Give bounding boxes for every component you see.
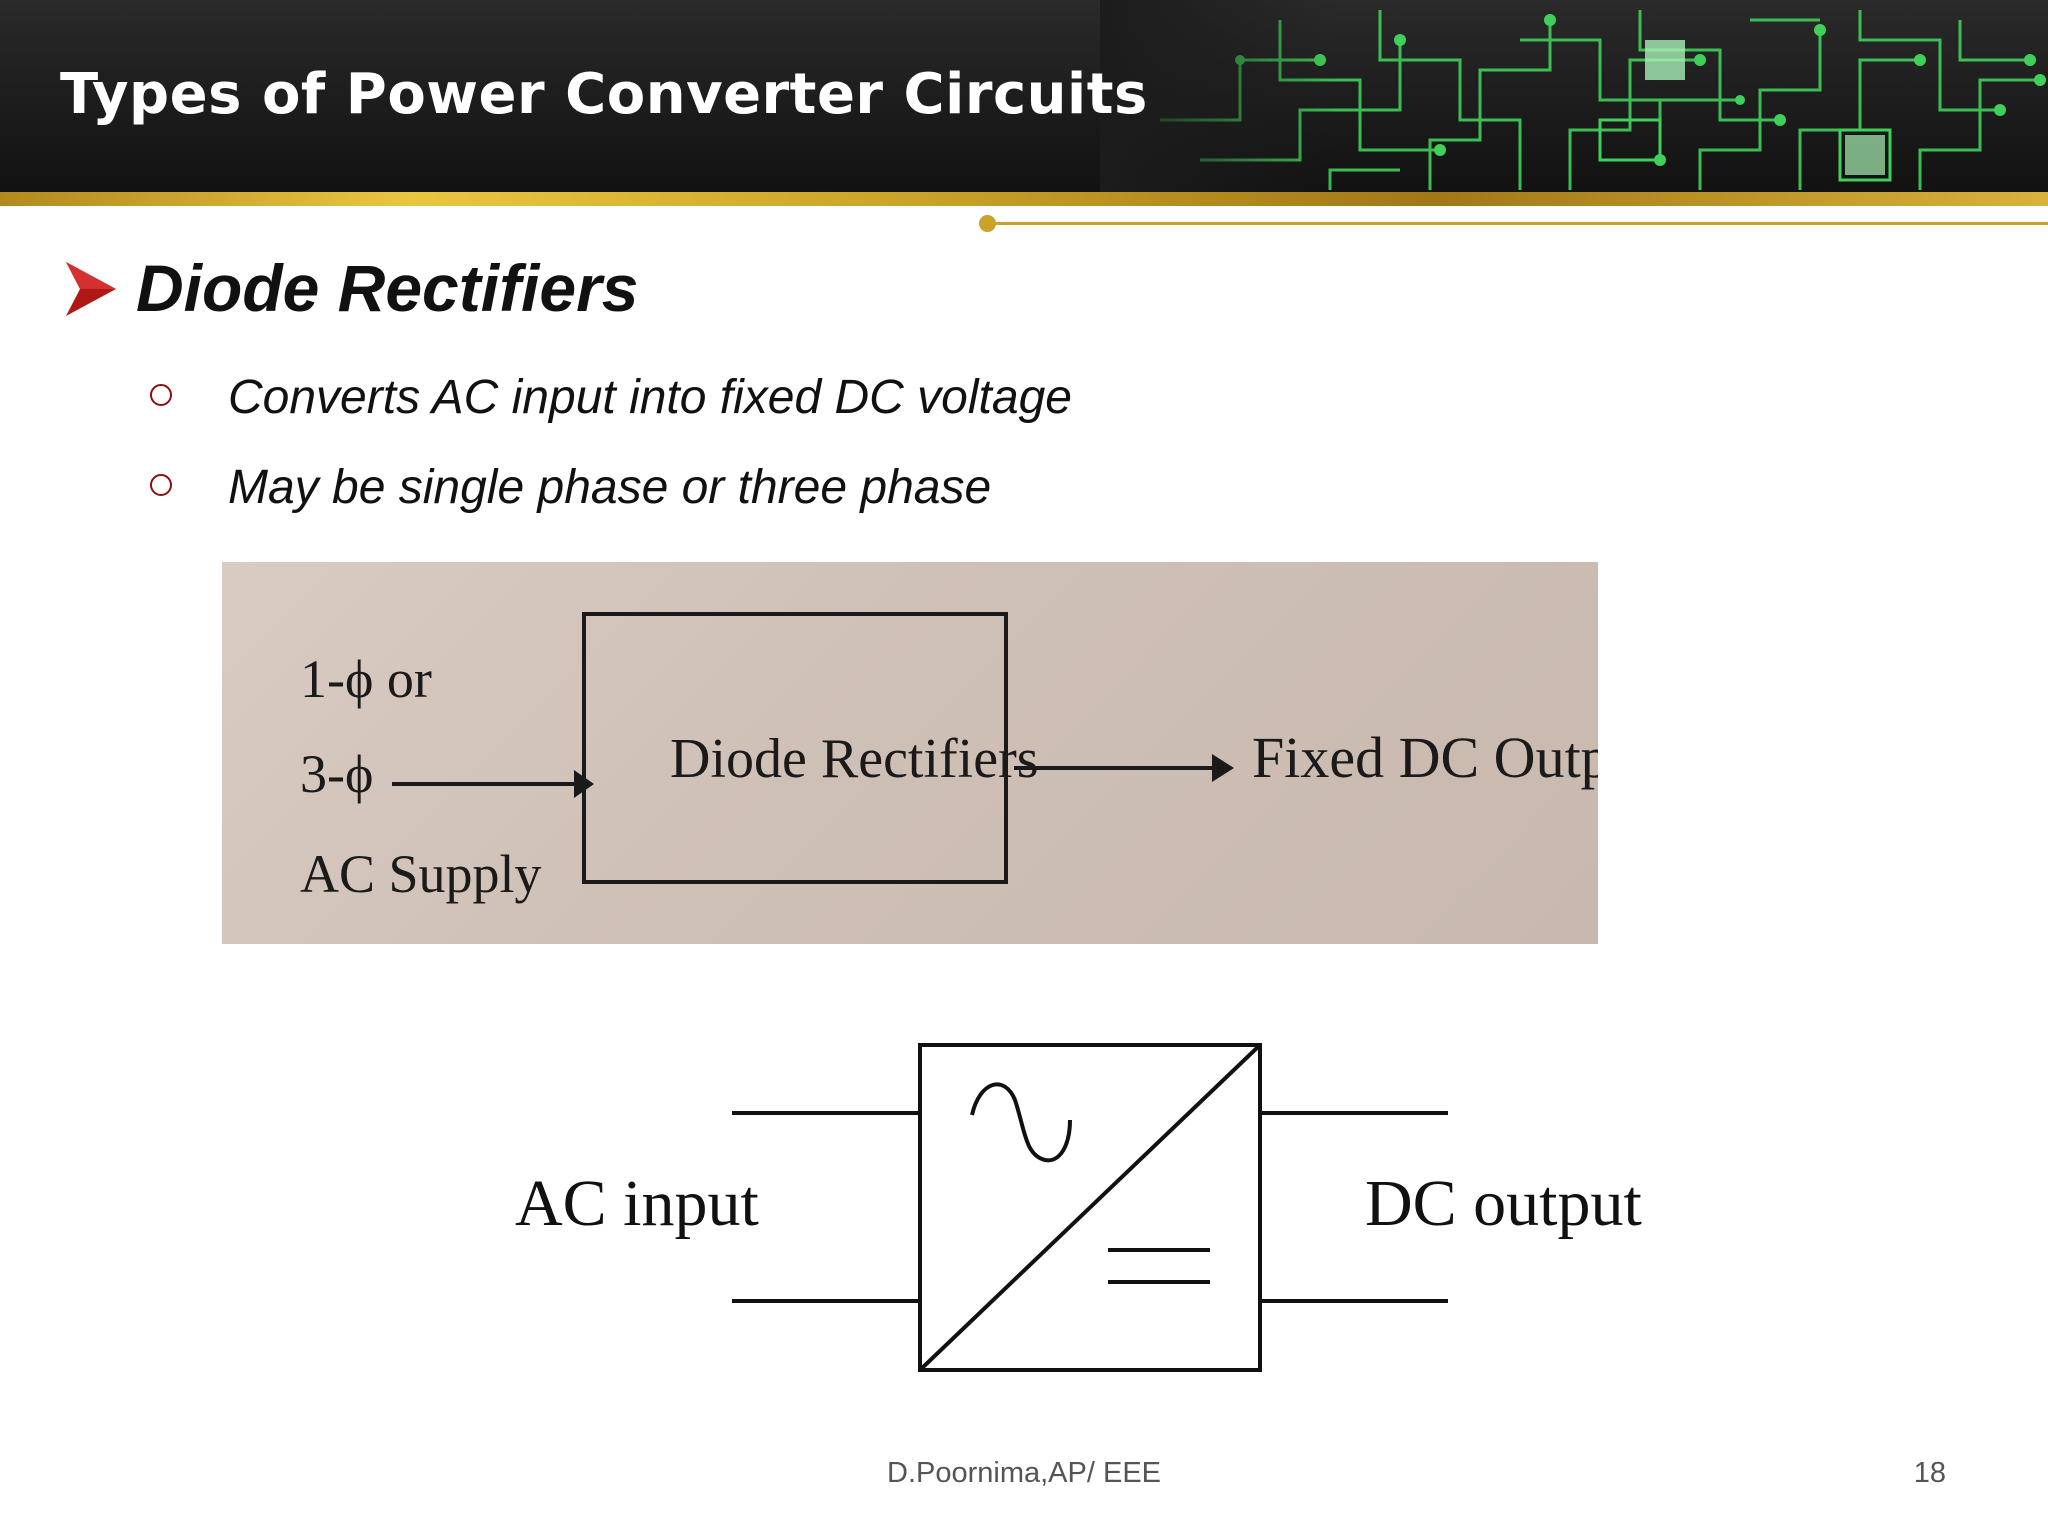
input-label-line-1: 1-ϕ or (300, 649, 432, 709)
page-number: 18 (1913, 1457, 1946, 1489)
block-diagram-photo: 1-ϕ or 3-ϕ AC Supply Diode Rectifiers Fi… (222, 562, 1598, 944)
circuit-board-decoration (1100, 0, 2048, 196)
input-label-line-2: 3-ϕ (300, 744, 373, 804)
section-heading: Diode Rectifiers (136, 251, 639, 325)
block-diagram: 1-ϕ or 3-ϕ AC Supply Diode Rectifiers Fi… (300, 612, 1598, 904)
converter-box (918, 1043, 1262, 1372)
output-arrowhead-icon (1212, 754, 1234, 782)
ac-dc-converter-symbol: AC input DC output (515, 1043, 1642, 1372)
input-arrowhead-icon (574, 770, 594, 798)
converter-diagonal (918, 1043, 1262, 1372)
rectifier-block (582, 612, 1008, 884)
input-label-line-3: AC Supply (300, 844, 542, 904)
dc-output-label: DC output (1365, 1167, 1642, 1240)
sine-wave-icon (970, 1082, 1072, 1163)
output-label: Fixed DC Output (1252, 725, 1598, 790)
bullet-text: Converts AC input into fixed DC voltage (228, 371, 1072, 424)
ac-input-label: AC input (515, 1167, 759, 1240)
title-bar: Types of Power Converter Circuits (0, 0, 2048, 196)
circle-bullet-icon (150, 384, 172, 406)
slide-title: Types of Power Converter Circuits (60, 62, 1148, 127)
gold-accent-dot (979, 215, 996, 232)
gold-divider-bar (0, 192, 2048, 206)
bullet-text: May be single phase or three phase (228, 461, 992, 514)
gold-accent-line (990, 222, 2048, 225)
arrow-bullet-icon (66, 262, 116, 316)
circle-bullet-icon (150, 474, 172, 496)
footer-author: D.Poornima,AP/ EEE (887, 1457, 1161, 1489)
block-label: Diode Rectifiers (670, 728, 1039, 790)
